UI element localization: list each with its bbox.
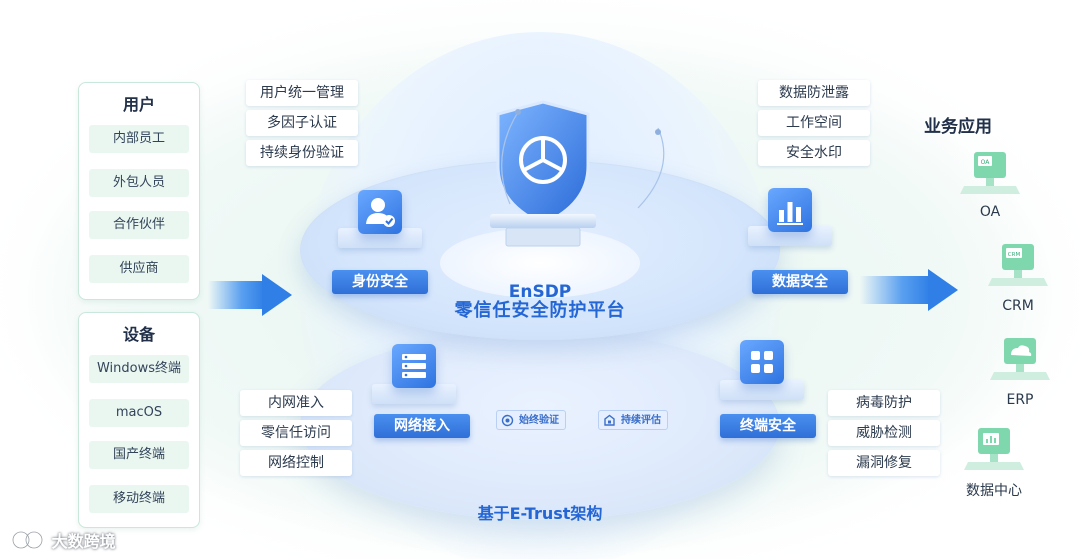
devices-item: 国产终端 — [89, 441, 189, 469]
network-access-label: 网络接入 — [374, 414, 470, 438]
user-check-icon — [366, 198, 395, 227]
network-feature-tag: 内网准入 — [240, 390, 352, 416]
bar-chart-icon — [777, 202, 803, 225]
identity-security-label: 身份安全 — [332, 270, 428, 294]
network-module-cube — [392, 344, 436, 388]
verify-icon — [501, 414, 514, 427]
users-item: 内部员工 — [89, 125, 189, 153]
output-arrow-shaft — [860, 276, 930, 304]
shield-icon — [490, 100, 596, 247]
app-oa-label: OA — [979, 204, 1001, 220]
endpoint-feature-tag: 威胁检测 — [828, 420, 940, 446]
users-panel: 用户 内部员工 外包人员 合作伙伴 供应商 — [78, 82, 200, 300]
oa-monitor-icon: OA — [960, 152, 1020, 194]
continuous-assess-text: 持续评估 — [621, 415, 661, 426]
app-grid-icon — [751, 351, 773, 373]
users-panel-title: 用户 — [122, 95, 155, 114]
continuous-assess-badge: 持续评估 — [598, 410, 668, 430]
crm-screen-text: CRM — [1008, 252, 1021, 258]
network-module-base — [372, 384, 456, 404]
platform-name-cn: 零信任安全防护平台 — [454, 300, 626, 321]
watermark: 大数跨境 — [10, 528, 116, 552]
data-security-label: 数据安全 — [752, 270, 848, 294]
devices-panel: 设备 Windows终端 macOS 国产终端 移动终端 — [78, 312, 200, 528]
server-rack-icon — [402, 354, 426, 378]
input-arrow-shaft — [208, 281, 264, 309]
architecture-caption: 基于E-Trust架构 — [477, 504, 603, 523]
business-apps-title: 业务应用 — [924, 117, 992, 137]
identity-feature-tag: 持续身份验证 — [246, 140, 358, 166]
continuous-verify-text: 始终验证 — [519, 415, 559, 426]
orbit-lines-decoration — [501, 109, 665, 209]
identity-module-base — [338, 228, 422, 248]
platform-name-en: EnSDP — [508, 282, 572, 302]
identity-module-cube — [358, 190, 402, 234]
watermark-logo-icon — [11, 530, 44, 550]
data-feature-tag: 数据防泄露 — [758, 80, 870, 106]
endpoint-feature-tag: 病毒防护 — [828, 390, 940, 416]
data-feature-tag: 安全水印 — [758, 140, 870, 166]
watermark-text: 大数跨境 — [51, 532, 116, 551]
data-module-cube — [768, 188, 812, 232]
datacenter-monitor-icon — [964, 428, 1024, 470]
devices-panel-title: 设备 — [122, 325, 155, 344]
devices-item: macOS — [89, 399, 189, 427]
network-feature-tag: 零信任访问 — [240, 420, 352, 446]
users-item: 供应商 — [89, 255, 189, 283]
continuous-verify-badge: 始终验证 — [496, 410, 566, 430]
app-datacenter-label: 数据中心 — [966, 483, 1022, 499]
devices-item: Windows终端 — [89, 355, 189, 383]
data-feature-tag: 工作空间 — [758, 110, 870, 136]
output-arrow-head — [928, 269, 958, 311]
erp-monitor-icon — [990, 338, 1050, 380]
crm-monitor-icon: CRM — [988, 244, 1048, 286]
endpoint-security-label: 终端安全 — [720, 414, 816, 438]
app-crm-label: CRM — [1002, 298, 1034, 314]
devices-item: 移动终端 — [89, 485, 189, 513]
network-feature-tag: 网络控制 — [240, 450, 352, 476]
users-item: 外包人员 — [89, 169, 189, 197]
app-datacenter: 数据中心 — [962, 424, 1026, 504]
app-erp-label: ERP — [1006, 392, 1034, 408]
app-oa: OA OA — [958, 148, 1022, 228]
endpoint-module-base — [720, 380, 804, 400]
identity-feature-tag: 用户统一管理 — [246, 80, 358, 106]
users-item: 合作伙伴 — [89, 211, 189, 239]
endpoint-module-cube — [740, 340, 784, 384]
app-crm: CRM CRM — [986, 240, 1050, 320]
assess-icon — [604, 414, 615, 426]
data-module-base — [748, 226, 832, 246]
endpoint-feature-tag: 漏洞修复 — [828, 450, 940, 476]
input-arrow-head — [262, 274, 292, 316]
app-erp: ERP — [988, 334, 1052, 414]
identity-feature-tag: 多因子认证 — [246, 110, 358, 136]
oa-screen-text: OA — [981, 159, 991, 166]
